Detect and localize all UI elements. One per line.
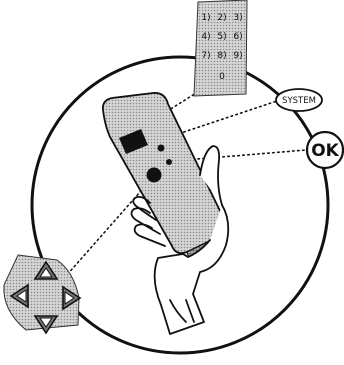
ok-button-label: OK [311,141,339,161]
keypad-key-5: 5) [217,32,226,42]
keypad-key-9: 9) [233,51,242,61]
keypad-key-7: 7) [201,51,210,61]
remote-button-ok [166,159,172,165]
remote-button-system [158,145,165,152]
keypad-key-6: 6) [233,32,242,42]
keypad-key-0: 0 [219,72,225,82]
system-button-icon: SYSTEM [276,89,322,111]
keypad-icon: 1) 2) 3) 4) 5) 6) 7) 8) 9) 0 [194,0,247,96]
keypad-key-8: 8) [217,51,226,61]
dpad-icon [4,255,80,333]
remote-button-dpad [147,168,162,183]
system-button-label: SYSTEM [282,96,316,106]
ok-button-icon: OK [307,132,343,168]
keypad-key-3: 3) [233,13,242,23]
keypad-key-2: 2) [217,13,226,23]
keypad-key-4: 4) [201,32,210,42]
keypad-key-1: 1) [201,13,210,23]
